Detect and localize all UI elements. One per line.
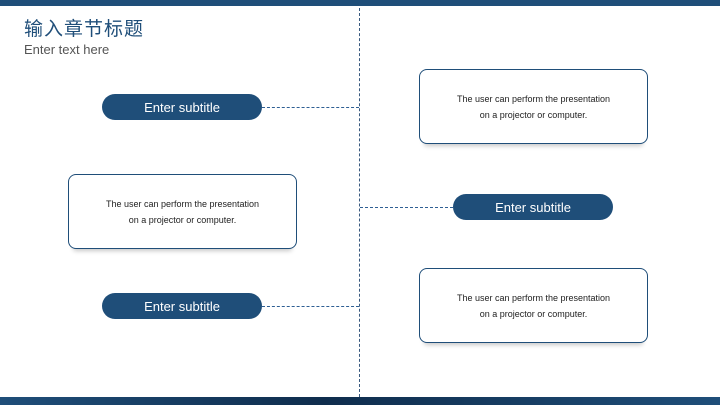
card-text-line-1: The user can perform the presentation (456, 93, 611, 104)
card-text-line-1: The user can perform the presentation (456, 292, 611, 303)
text-card-right-bottom[interactable]: The user can perform the presentation on… (419, 268, 648, 343)
card-text-line-2: on a projector or computer. (128, 214, 237, 225)
bottom-accent-bar (0, 397, 720, 405)
text-card-left-middle[interactable]: The user can perform the presentation on… (68, 174, 297, 249)
text-card-right-top[interactable]: The user can perform the presentation on… (419, 69, 648, 144)
section-subtitle[interactable]: Enter text here (24, 42, 110, 57)
card-text-line-2: on a projector or computer. (479, 308, 588, 319)
connector-line-right-middle (360, 207, 453, 208)
top-accent-bar (0, 0, 720, 6)
vertical-timeline-line (359, 8, 360, 397)
subtitle-pill-left-top[interactable]: Enter subtitle (102, 94, 262, 120)
connector-line-left-bottom (262, 306, 359, 307)
subtitle-pill-left-bottom[interactable]: Enter subtitle (102, 293, 262, 319)
card-text-line-1: The user can perform the presentation (105, 198, 260, 209)
section-title[interactable]: 输入章节标题 (24, 18, 145, 40)
connector-line-left-top (262, 107, 359, 108)
subtitle-pill-right-middle[interactable]: Enter subtitle (453, 194, 613, 220)
card-text-line-2: on a projector or computer. (479, 109, 588, 120)
